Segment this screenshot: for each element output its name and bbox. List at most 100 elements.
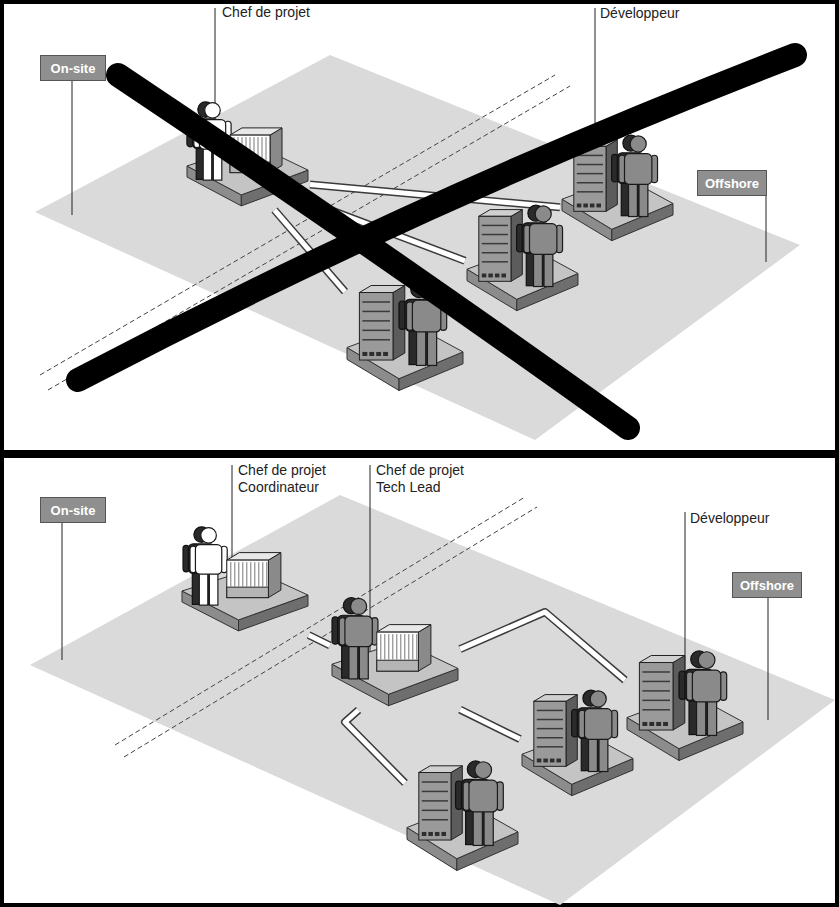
server-drawer: [642, 671, 670, 673]
person-torso: [624, 154, 651, 185]
person-torso: [584, 709, 611, 740]
role-label: Chef de projet: [222, 4, 342, 21]
server-drawer: [362, 320, 390, 322]
server-vent: [663, 722, 668, 726]
role-label: Développeur: [600, 5, 720, 22]
stack-top: [230, 128, 282, 135]
server-vent: [543, 759, 548, 763]
person-head: [475, 762, 492, 779]
zone-tag: Offshore: [732, 572, 802, 598]
server-vent: [537, 759, 542, 763]
leader-line: [62, 523, 63, 660]
server-symbol: [534, 695, 578, 767]
workstation-platform: [465, 185, 580, 315]
server-drawer: [422, 791, 448, 793]
server-drawer: [362, 339, 390, 341]
server-drawer: [537, 746, 563, 748]
platform-illustration: [405, 740, 520, 875]
connector-core: [460, 710, 520, 740]
server-vent: [656, 722, 661, 726]
person-leg: [199, 571, 208, 605]
cross-stroke: [118, 75, 628, 428]
server-vent: [482, 274, 487, 278]
server-drawer: [537, 728, 563, 730]
zone-name: On-site: [51, 503, 96, 518]
server-drawer: [422, 781, 448, 783]
person-head: [698, 652, 715, 669]
server-drawer: [537, 719, 563, 721]
connector: [460, 710, 520, 740]
server-vent: [583, 204, 588, 208]
server-vent: [556, 759, 561, 763]
workstation-platform: Chef de projet Coordinateur: [180, 510, 310, 635]
connector: [309, 635, 330, 646]
server-drawer: [577, 164, 603, 166]
leader-line: [768, 598, 769, 720]
person-leg: [484, 809, 493, 846]
server-drawer: [577, 173, 603, 175]
server-drawer: [642, 690, 670, 692]
zone-tag: Offshore: [697, 170, 767, 196]
server-vent: [642, 722, 647, 726]
server-drawer: [577, 155, 603, 157]
connector-core: [309, 635, 330, 646]
server-front: [419, 773, 451, 841]
person-leg: [707, 699, 716, 736]
server-vent: [488, 274, 493, 278]
server-vent: [596, 204, 601, 208]
stack-page: [258, 562, 259, 586]
server-top: [479, 210, 523, 217]
platform-illustration: [180, 510, 310, 635]
server-front: [639, 663, 673, 731]
person-torso: [345, 616, 372, 647]
person-head: [351, 598, 367, 614]
person-leg: [209, 571, 218, 605]
zone-tag: On-site: [40, 497, 106, 523]
server-drawer: [482, 261, 508, 263]
person-head: [205, 103, 221, 119]
server-drawer: [422, 819, 448, 821]
server-drawer: [482, 252, 508, 254]
dashed-line: [124, 507, 537, 757]
ground-plane: [35, 55, 800, 440]
person-figure: [339, 598, 378, 679]
person-leg: [473, 809, 482, 846]
stack-side: [418, 625, 431, 672]
server-vent: [376, 352, 381, 356]
platform-illustration: [330, 580, 460, 710]
server-drawer: [422, 800, 448, 802]
server-top: [419, 766, 463, 773]
workstation-platform: [520, 670, 635, 800]
workstation-platform: Chef de projet Tech Lead: [330, 580, 460, 710]
stack-page: [238, 562, 239, 586]
connector-outline: [460, 710, 520, 740]
stack-page: [380, 634, 381, 659]
server-drawer: [482, 225, 508, 227]
person-leg: [417, 329, 426, 366]
server-drawer: [482, 243, 508, 245]
stack-top: [377, 625, 431, 633]
server-vent: [428, 832, 433, 836]
dashed-line: [115, 497, 525, 745]
zone-name: Offshore: [705, 176, 759, 191]
zone-tag: On-site: [40, 55, 106, 81]
server-top: [639, 656, 684, 663]
zone-name: On-site: [51, 61, 96, 76]
server-side: [451, 766, 462, 840]
person-leg: [639, 181, 648, 216]
person-torso: [469, 780, 497, 812]
person-figure: [190, 528, 227, 606]
role-label: Développeur: [690, 510, 810, 527]
person-leg: [544, 251, 553, 286]
server-top: [534, 695, 578, 702]
ground-plane: [30, 495, 835, 905]
person-leg: [589, 736, 598, 771]
person-figure: [463, 762, 503, 846]
server-drawer: [642, 700, 670, 702]
connector-outline: [460, 612, 625, 680]
server-vent: [550, 759, 555, 763]
stack-page: [262, 562, 263, 586]
server-drawer: [537, 737, 563, 739]
